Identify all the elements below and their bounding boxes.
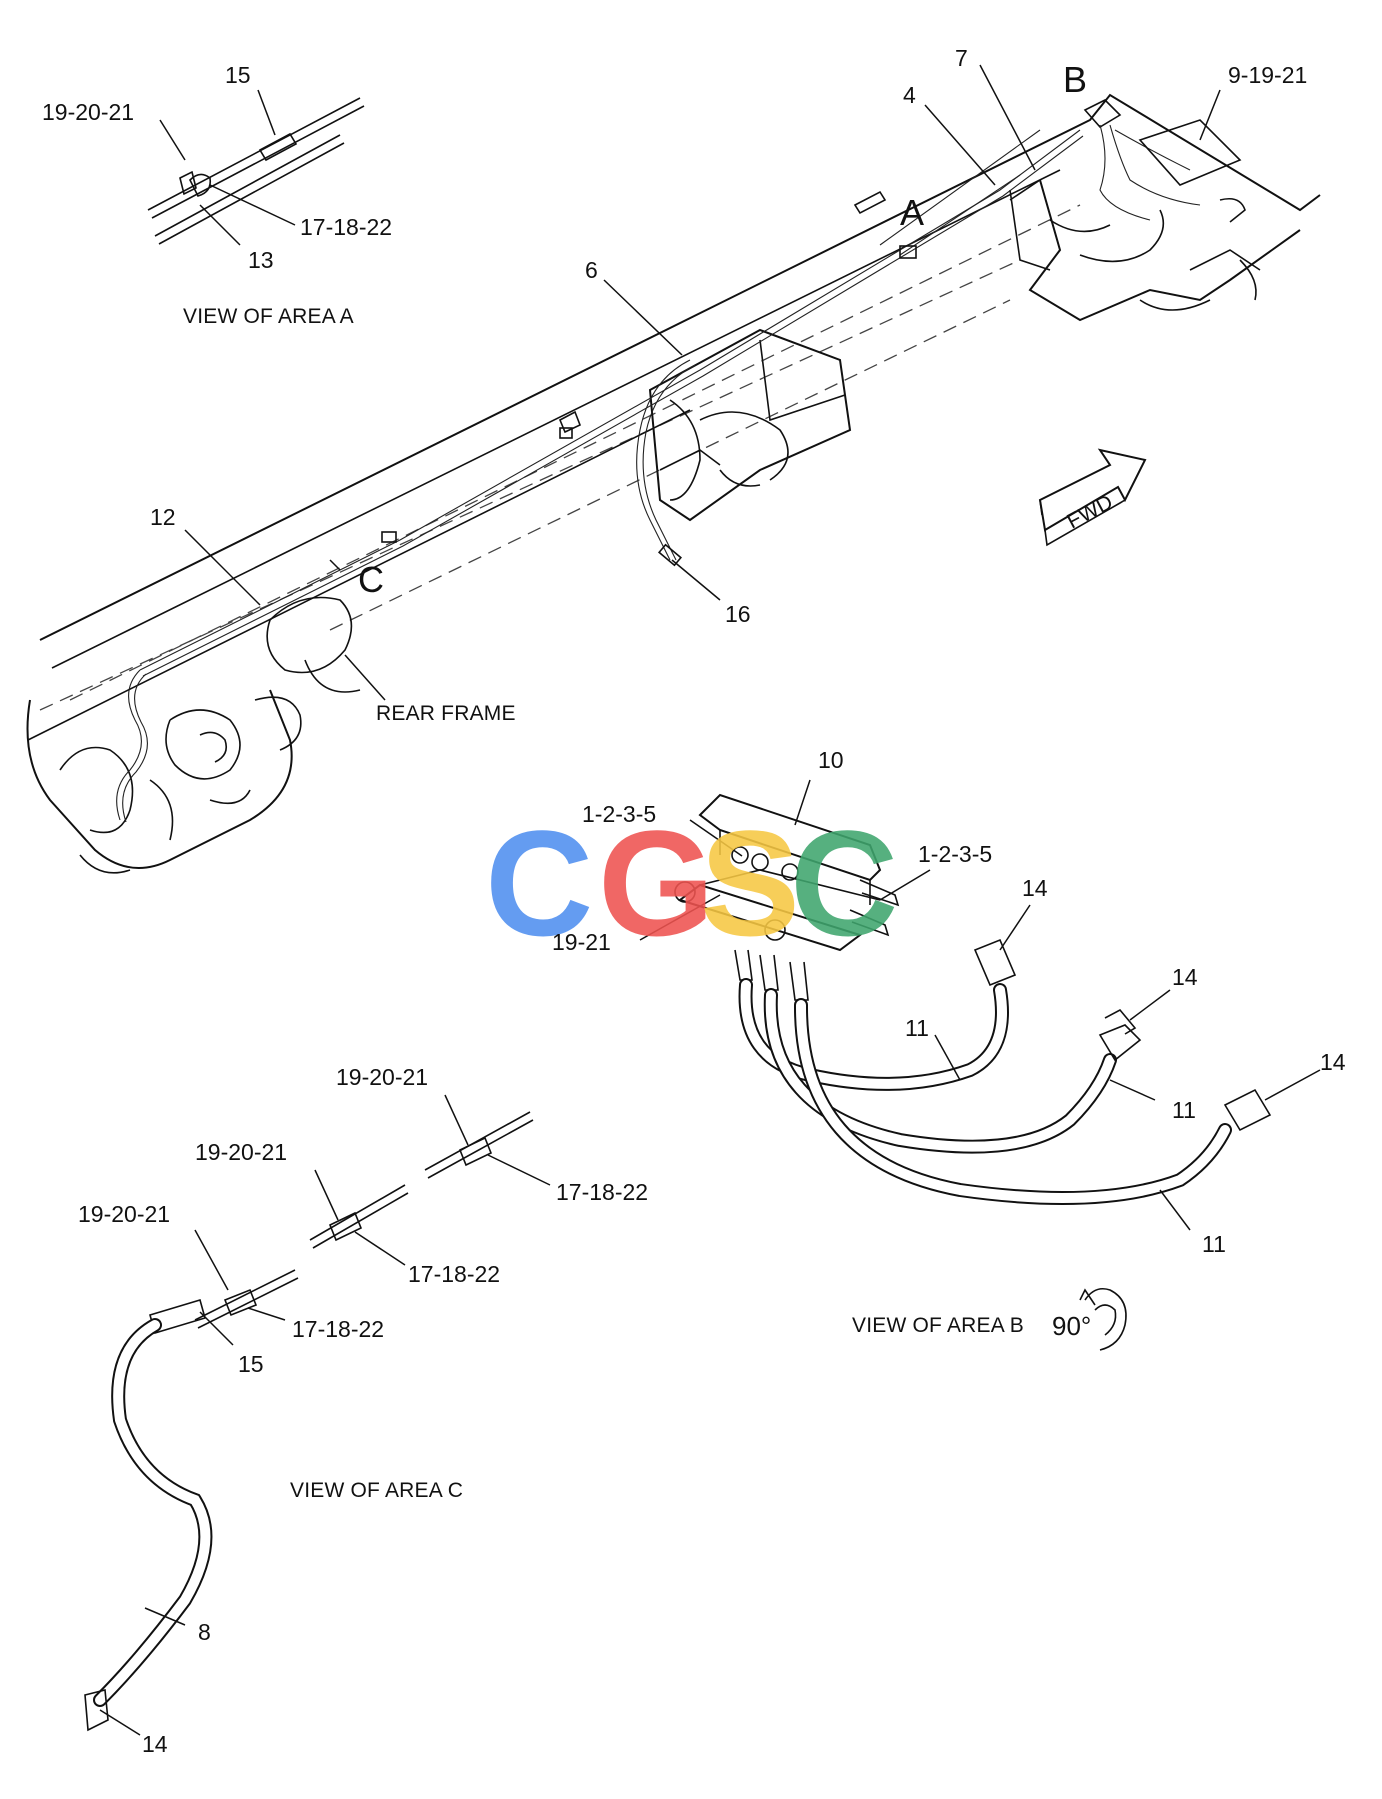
fwd-arrow: FWD [1038,448,1147,547]
caption-rotation-90: 90° [1052,1311,1091,1341]
callout-1-2-3-5: 1-2-3-5 [582,801,656,827]
callout-1-2-3-5: 1-2-3-5 [918,841,992,867]
watermark-logo: C G S C [485,799,898,967]
view-area-b [674,793,1272,1351]
callout-15: 15 [225,62,251,88]
callout-11: 11 [1172,1097,1196,1123]
callout-6: 6 [585,257,598,283]
callout-17-18-22: 17-18-22 [300,214,392,240]
watermark-letter: C [485,799,593,967]
callout-19-20-21: 19-20-21 [336,1064,428,1090]
callout-7: 7 [955,45,968,71]
area-marker-a: A [900,192,924,233]
callout-19-21: 19-21 [552,929,611,955]
caption-view-area-c: VIEW OF AREA C [290,1479,463,1502]
callout-9-19-21: 9-19-21 [1228,62,1307,88]
callout-11: 11 [1202,1231,1226,1257]
callout-10: 10 [818,747,844,773]
callout-19-20-21: 19-20-21 [78,1201,170,1227]
callout-14: 14 [1172,964,1198,990]
view-area-a [147,97,365,245]
callout-12: 12 [150,504,176,530]
watermark-letter: S [700,799,800,967]
view-area-c [84,1111,534,1732]
caption-view-area-b: VIEW OF AREA B [852,1314,1024,1337]
view-captions: VIEW OF AREA A REAR FRAME VIEW OF AREA B… [183,305,1091,1502]
callout-17-18-22: 17-18-22 [292,1316,384,1342]
callout-17-18-22: 17-18-22 [408,1261,500,1287]
callout-4: 4 [903,82,916,108]
leader-lines [99,64,1321,1736]
area-marker-c: C [358,559,384,600]
callout-19-20-21: 19-20-21 [195,1139,287,1165]
watermark-letter: G [598,799,715,967]
rear-frame-drawing [26,93,1321,874]
area-marker-b: B [1063,59,1087,100]
callout-labels: 15 19-20-21 17-18-22 13 7 4 B 9-19-21 A … [42,45,1346,1757]
callout-19-20-21: 19-20-21 [42,99,134,125]
caption-view-area-a: VIEW OF AREA A [183,305,354,328]
callout-8: 8 [198,1619,211,1645]
caption-rear-frame: REAR FRAME [376,702,516,725]
callout-14: 14 [142,1731,168,1757]
callout-16: 16 [725,601,751,627]
watermark-letter: C [790,799,898,967]
callout-14: 14 [1320,1049,1346,1075]
callout-13: 13 [248,247,274,273]
callout-15: 15 [238,1351,264,1377]
callout-17-18-22: 17-18-22 [556,1179,648,1205]
callout-14: 14 [1022,875,1048,901]
fwd-text: FWD [1063,490,1117,533]
callout-11: 11 [905,1015,929,1041]
